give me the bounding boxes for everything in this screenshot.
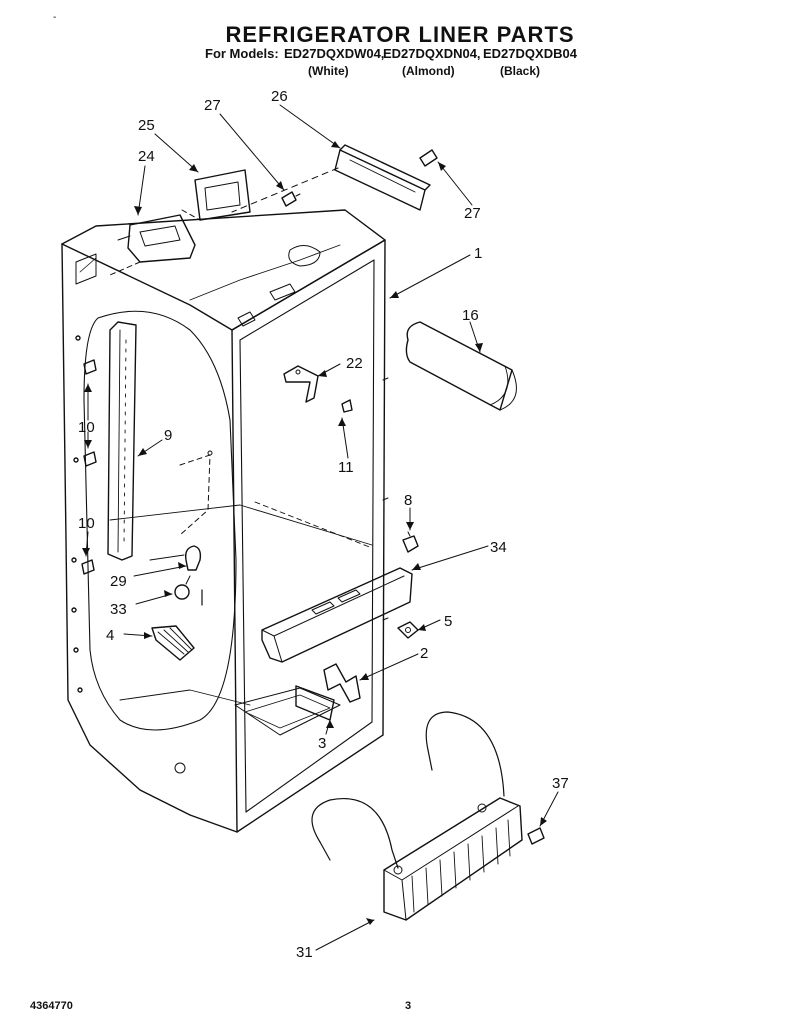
callout-27-right: 27: [464, 205, 481, 222]
callout-16: 16: [462, 307, 479, 324]
callout-2: 2: [420, 645, 428, 662]
part-4-grille: [151, 625, 195, 661]
part-33-bulb: [174, 575, 203, 606]
callout-11: 11: [338, 459, 354, 476]
page-title: REFRIGERATOR LINER PARTS: [225, 22, 575, 47]
callout-26: 26: [271, 88, 288, 105]
callout-31: 31: [296, 944, 313, 961]
part-3-bracket: [295, 685, 335, 721]
callout-3: 3: [318, 735, 326, 752]
color-almond: (Almond): [402, 64, 455, 78]
part-2-bracket: [323, 663, 361, 703]
part-5-nut: [397, 621, 419, 639]
callout-27-top: 27: [204, 97, 221, 114]
part-34-cover: [261, 567, 413, 663]
part-10-screws: [81, 359, 97, 575]
callout-8: 8: [404, 492, 412, 509]
part-29-socket: [149, 545, 202, 571]
model-black: ED27DQXDB04: [483, 46, 577, 61]
part-8-bumper: [402, 531, 419, 553]
leader-lines: [85, 104, 559, 951]
callout-labels: 27 26 25 24 27 1 16 22 10 9 11 8 10 34 2…: [78, 88, 569, 961]
document-number: 4364770: [30, 1000, 73, 1012]
callout-22: 22: [346, 355, 363, 372]
corner-mark: -: [53, 12, 57, 23]
callout-37: 37: [552, 775, 569, 792]
part-27-screw-top: [281, 191, 301, 207]
model-white: ED27DQXDW04,: [284, 46, 385, 61]
callout-5: 5: [444, 613, 452, 630]
part-11-screw: [341, 399, 353, 413]
callout-29: 29: [110, 573, 127, 590]
color-white: (White): [308, 64, 349, 78]
part-25-bracket: [181, 169, 251, 221]
models-prefix: For Models:: [205, 46, 279, 61]
page-number: 3: [405, 1000, 412, 1012]
callout-10-lower: 10: [78, 515, 95, 532]
part-22-bracket: [283, 365, 319, 403]
callout-1: 1: [474, 245, 482, 262]
liner-cabinet: [61, 209, 389, 833]
callout-33: 33: [110, 601, 127, 618]
callout-10-upper: 10: [78, 419, 95, 436]
callout-24: 24: [138, 148, 155, 165]
part-26-shield: [231, 144, 431, 213]
callout-9: 9: [164, 427, 172, 444]
part-31-crisper-cover: [311, 711, 523, 921]
part-37-screw: [527, 827, 545, 845]
part-24-housing: [109, 214, 196, 276]
callout-4: 4: [106, 627, 114, 644]
arrow-heads: [82, 141, 547, 925]
color-black: (Black): [500, 64, 541, 78]
callout-34: 34: [490, 539, 507, 556]
part-16-duct: [405, 321, 517, 411]
part-27-screw-right: [419, 149, 438, 167]
callout-25: 25: [138, 117, 155, 134]
part-9-rail: [107, 321, 137, 561]
model-almond: ED27DQXDN04,: [383, 46, 481, 61]
